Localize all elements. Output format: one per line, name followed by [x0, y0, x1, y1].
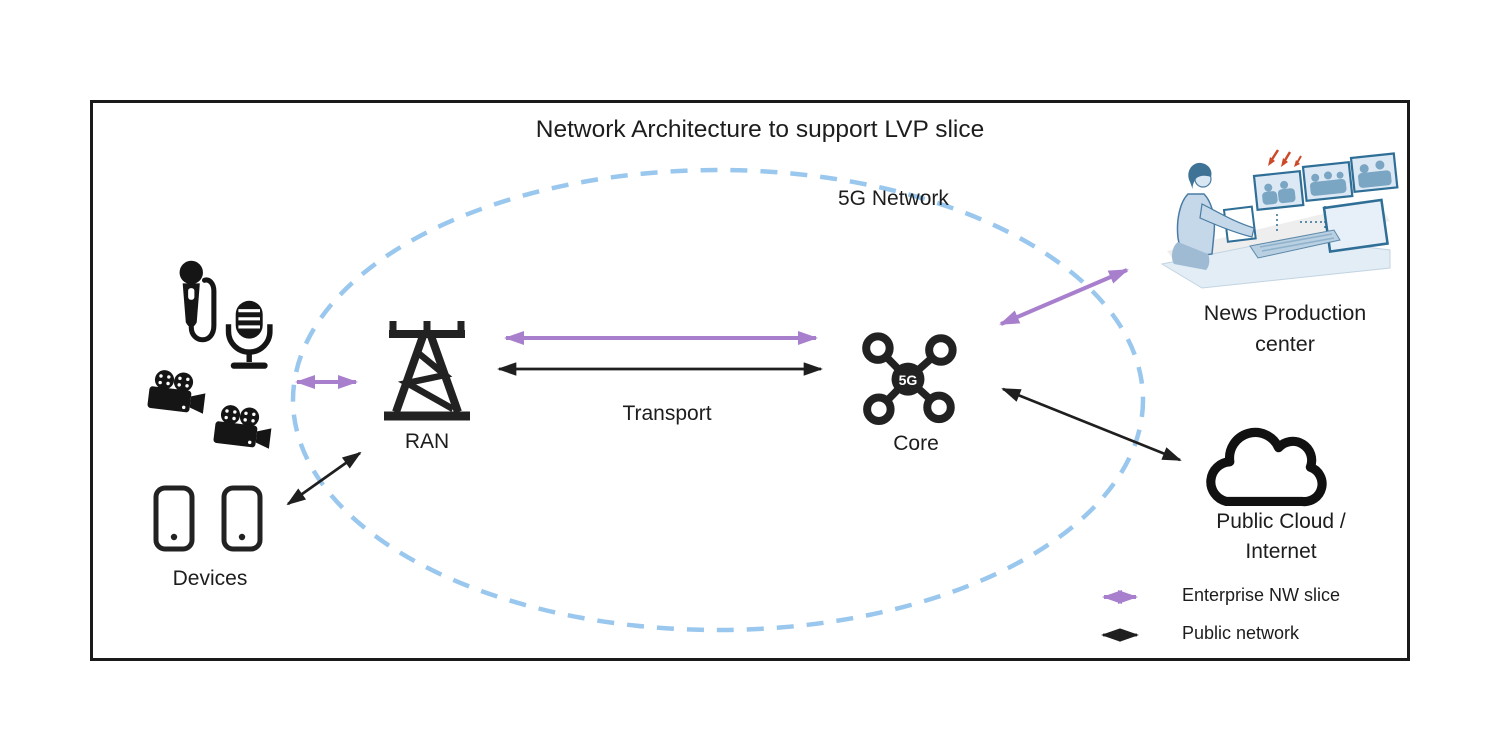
arrow-core-cloud-public [1001, 387, 1182, 462]
transport-label: Transport [622, 402, 712, 425]
devices-label: Devices [172, 567, 248, 590]
legend-enterprise-label: Enterprise NW slice [1182, 585, 1341, 605]
monitor-icon [1349, 152, 1399, 194]
diagram-title: Network Architecture to support LVP slic… [535, 116, 985, 143]
core-label: Core [893, 432, 939, 455]
news-production-label: News Production center [1203, 301, 1367, 356]
diagram-border [90, 100, 1410, 661]
arrow-phones-ran-public [286, 451, 362, 506]
phone-icon [221, 485, 263, 552]
monitor-icon [1322, 198, 1389, 253]
ran-label: RAN [404, 430, 450, 453]
video-camera-icon [147, 370, 206, 414]
phone-icon [153, 485, 195, 552]
video-camera-icon [213, 405, 272, 449]
public-cloud-icon [1206, 427, 1327, 507]
core-icon-text: 5G [899, 372, 918, 388]
monitor-icon [1301, 160, 1354, 203]
arrow-core-news-slice [999, 268, 1129, 326]
news-production-illustration [1160, 149, 1399, 289]
monitor-icon [1252, 169, 1305, 212]
network-boundary-ellipse [290, 167, 1146, 633]
studio-mic-icon [225, 300, 273, 369]
alert-arrows-icon [1268, 149, 1302, 167]
core-icon: 5G [862, 332, 957, 425]
ran-tower-icon [384, 321, 470, 421]
network-boundary-label: 5G Network [838, 187, 949, 210]
legend-public-label: Public network [1182, 623, 1300, 643]
public-cloud-label: Public Cloud / Internet [1216, 510, 1346, 563]
handheld-mic-icon [179, 260, 217, 343]
